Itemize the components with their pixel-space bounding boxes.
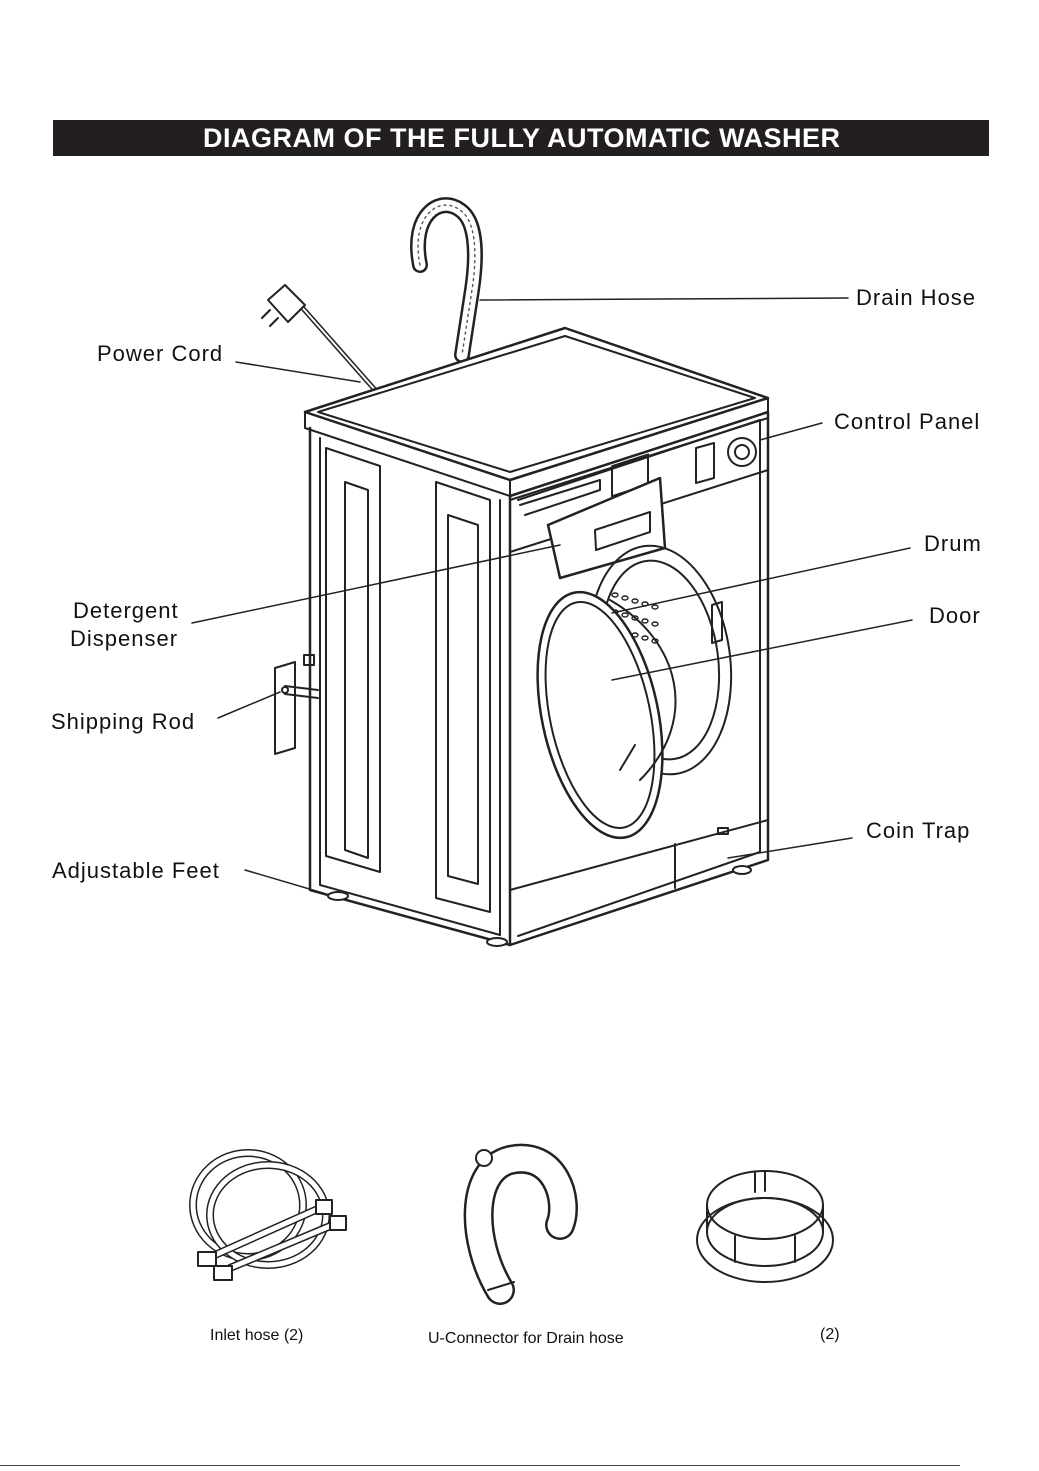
label-coin-trap: Coin Trap [866, 818, 970, 845]
label-door: Door [929, 603, 981, 630]
drain-hose-drawing [418, 205, 475, 355]
label-drum: Drum [924, 531, 982, 558]
label-control-panel: Control Panel [834, 409, 980, 436]
label-shipping-rod: Shipping Rod [51, 709, 195, 736]
third-accessory-drawing [697, 1171, 833, 1282]
inlet-hose-drawing [193, 1153, 346, 1280]
u-connector-drawing [476, 1150, 563, 1290]
footer-divider [0, 1465, 960, 1466]
caption-u-connector: U-Connector for Drain hose [428, 1330, 624, 1348]
power-cord-drawing [262, 285, 375, 390]
caption-third-accessory: (2) [820, 1326, 840, 1344]
label-adjustable-feet: Adjustable Feet [52, 858, 220, 885]
label-power-cord: Power Cord [97, 341, 223, 368]
label-detergent-line2: Dispenser [70, 626, 178, 653]
label-detergent-line1: Detergent [73, 598, 179, 625]
label-drain-hose: Drain Hose [856, 285, 976, 312]
caption-inlet-hose: Inlet hose (2) [210, 1327, 303, 1345]
